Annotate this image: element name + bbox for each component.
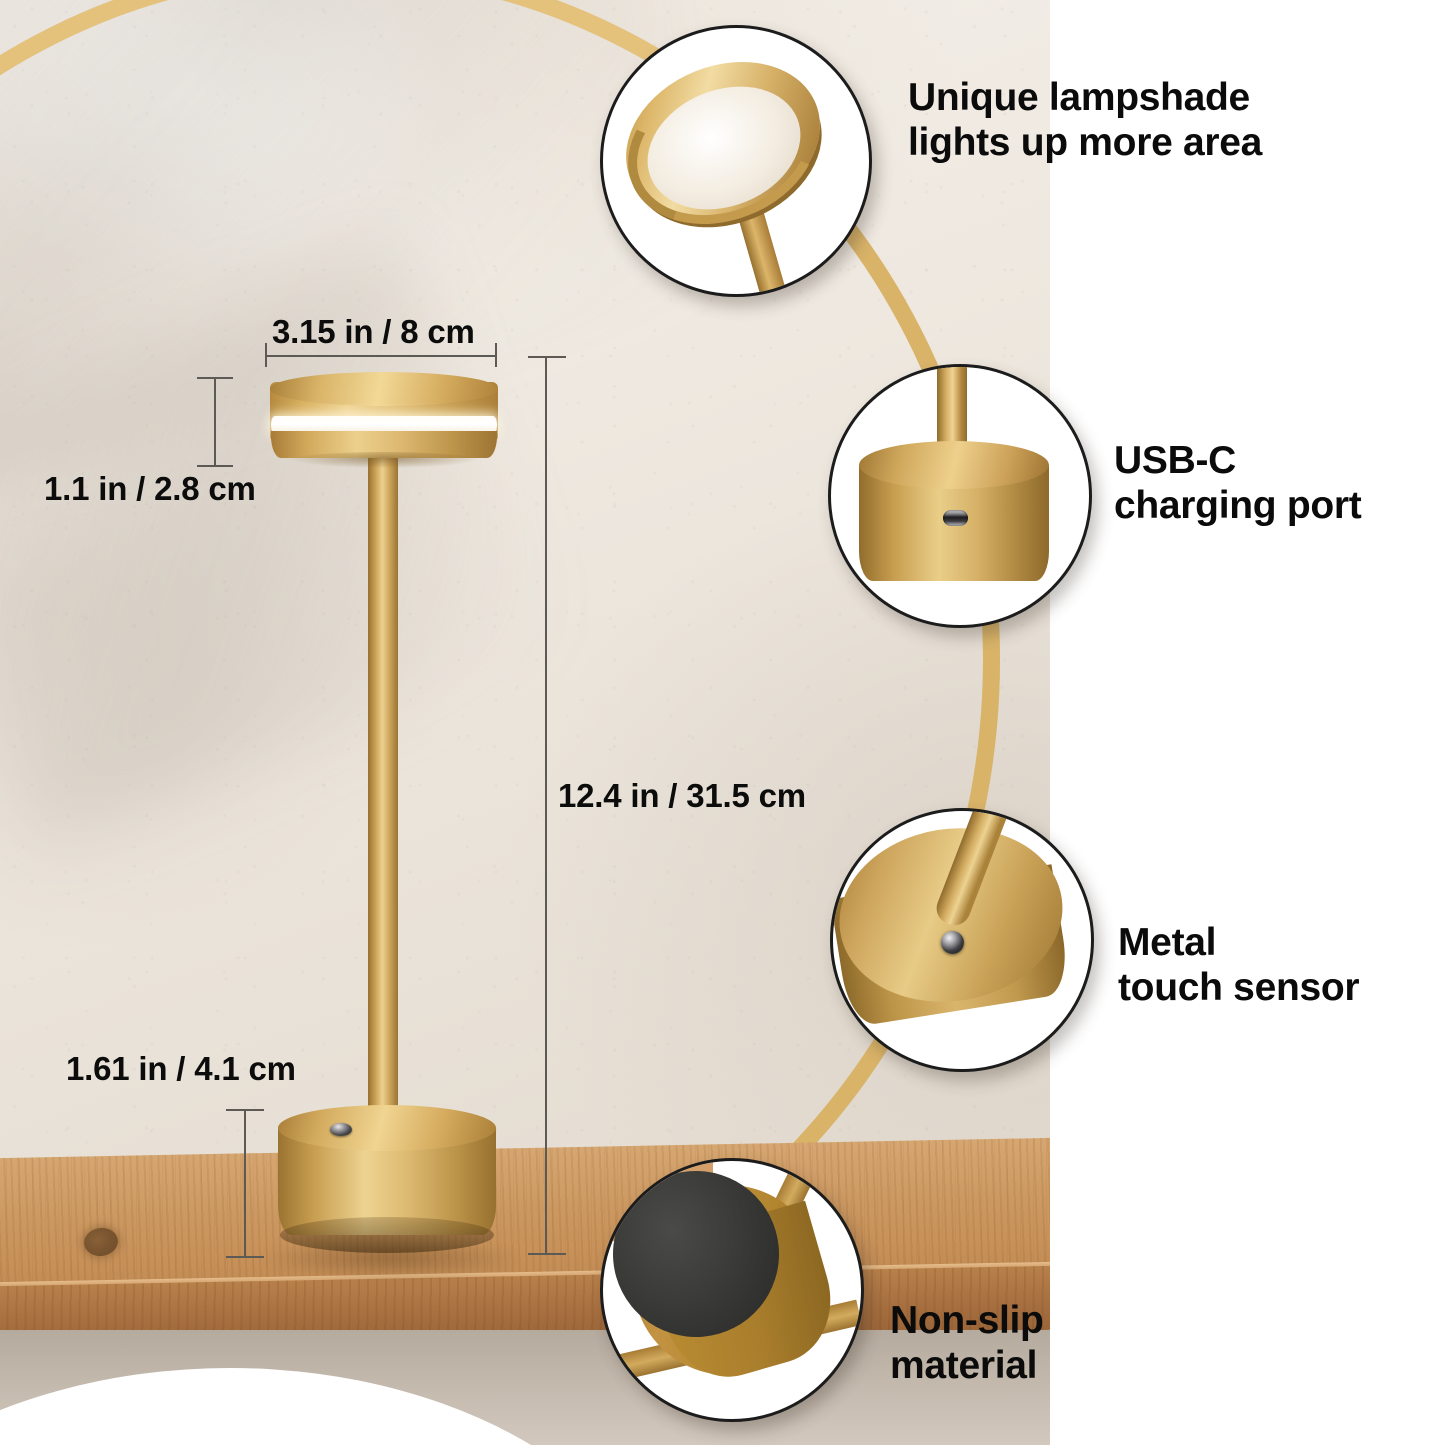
callout-non-slip-line1: Non-slip [890,1299,1044,1342]
inset1-shade-gold-rim [604,42,842,252]
callout-touch-sensor-text: Metal touch sensor [1118,920,1360,1010]
callout-touch-sensor-line2: touch sensor [1118,966,1360,1010]
dimension-shade-width-tick-right [495,343,497,367]
callout-usb-c-line2: charging port [1114,484,1362,528]
dimension-shade-height-cap-top [197,377,233,379]
dimension-shade-height-cap-bottom [197,465,233,467]
dimension-shade-width-rule [265,355,497,357]
inset-non-slip-base-detail [600,1158,864,1422]
inset-usb-c-port-detail [828,364,1092,628]
usb-c-port-icon [943,510,968,526]
lamp-base-top-disc [278,1105,496,1151]
lamp-shade-top-disc [270,372,498,406]
dimension-base-height-label: 1.61 in / 4.1 cm [66,1050,296,1087]
product-photo-scene [0,0,1050,1445]
inset2-base-top-disc [859,441,1049,489]
dimension-total-height-rule [545,357,547,1255]
touch-sensor-dot [330,1123,352,1136]
callout-non-slip-text: Non-slip material [890,1298,1044,1388]
dimension-total-height-cap-bottom [528,1253,566,1255]
lamp-base-bottom-edge [280,1217,494,1253]
metal-touch-sensor-icon [941,931,964,954]
inset-lampshade-underside-detail [600,25,872,297]
dimension-shade-height-rule [214,377,216,467]
dimension-shade-height-label: 1.1 in / 2.8 cm [44,470,256,507]
callout-lampshade-line2: lights up more area [908,121,1263,165]
callout-usb-c-line1: USB-C [1114,439,1236,482]
lamp-base [278,1105,496,1257]
dimension-base-height-cap-top [226,1109,264,1111]
callout-non-slip-line2: material [890,1344,1038,1388]
dimension-total-height-label: 12.4 in / 31.5 cm [558,777,806,814]
callout-lampshade-text: Unique lampshade lights up more area [908,75,1262,165]
callout-usb-c-text: USB-C charging port [1114,438,1362,528]
dimension-shade-width-tick-left [265,343,267,367]
lamp-shade [270,372,498,468]
dimension-base-height-rule [244,1110,246,1258]
lamp-shade-led-band [271,416,497,434]
dimension-total-height-cap-top [528,356,566,358]
inset-touch-sensor-detail [830,808,1094,1072]
callout-touch-sensor-line1: Metal [1118,921,1217,964]
dimension-base-height-cap-bottom [226,1256,264,1258]
lamp-stem [368,455,398,1155]
lamp-shade-underside-shadow [290,452,478,468]
right-white-panel [1050,0,1445,1445]
dimension-shade-width-label: 3.15 in / 8 cm [272,313,475,350]
callout-lampshade-line1: Unique lampshade [908,76,1250,119]
